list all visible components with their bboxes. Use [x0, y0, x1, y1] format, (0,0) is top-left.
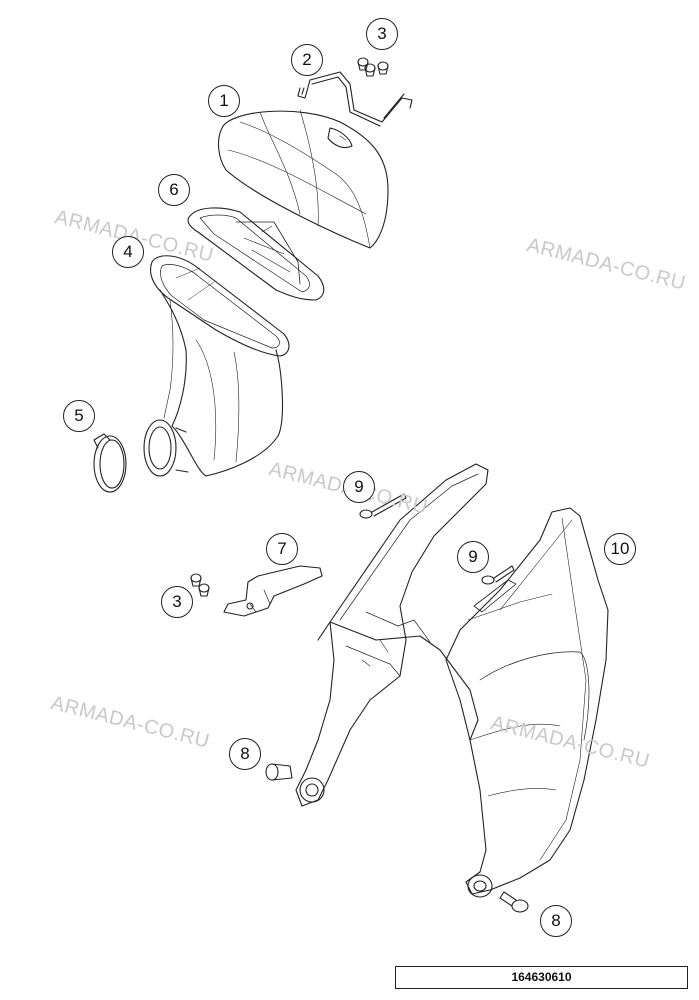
small-bracket-part[interactable]: [223, 565, 323, 617]
callout-8-left[interactable]: 8: [229, 738, 261, 770]
callout-10[interactable]: 10: [604, 533, 636, 565]
callout-2[interactable]: 2: [291, 44, 323, 76]
bolt-left-part[interactable]: [359, 493, 407, 519]
callout-9-right[interactable]: 9: [457, 541, 489, 573]
callout-7[interactable]: 7: [266, 533, 298, 565]
shoulder-bolt-right-part[interactable]: [499, 891, 529, 913]
side-cover-part[interactable]: [445, 507, 609, 898]
screw-set-lower[interactable]: [190, 573, 210, 597]
diagram-code-label: 164630610: [395, 966, 688, 989]
wire-bracket-part[interactable]: [297, 71, 413, 127]
callout-9-left[interactable]: 9: [343, 471, 375, 503]
airbox-cover-part[interactable]: [217, 109, 389, 249]
intake-boot-part[interactable]: [143, 289, 284, 477]
callout-5[interactable]: 5: [63, 400, 95, 432]
callout-3-lower[interactable]: 3: [161, 586, 193, 618]
seal-flange-part[interactable]: [150, 255, 290, 357]
callout-3-top[interactable]: 3: [366, 18, 398, 50]
callout-8-right[interactable]: 8: [540, 905, 572, 937]
callout-1[interactable]: 1: [208, 85, 240, 117]
callout-4[interactable]: 4: [112, 236, 144, 268]
screw-set-top[interactable]: [357, 57, 389, 77]
shoulder-bolt-left-part[interactable]: [265, 763, 293, 781]
hose-clamp-part[interactable]: [93, 433, 127, 493]
callout-6[interactable]: 6: [158, 174, 190, 206]
bolt-right-part[interactable]: [481, 565, 515, 585]
filter-cage-part[interactable]: [187, 207, 325, 301]
subframe-part[interactable]: [295, 463, 489, 807]
